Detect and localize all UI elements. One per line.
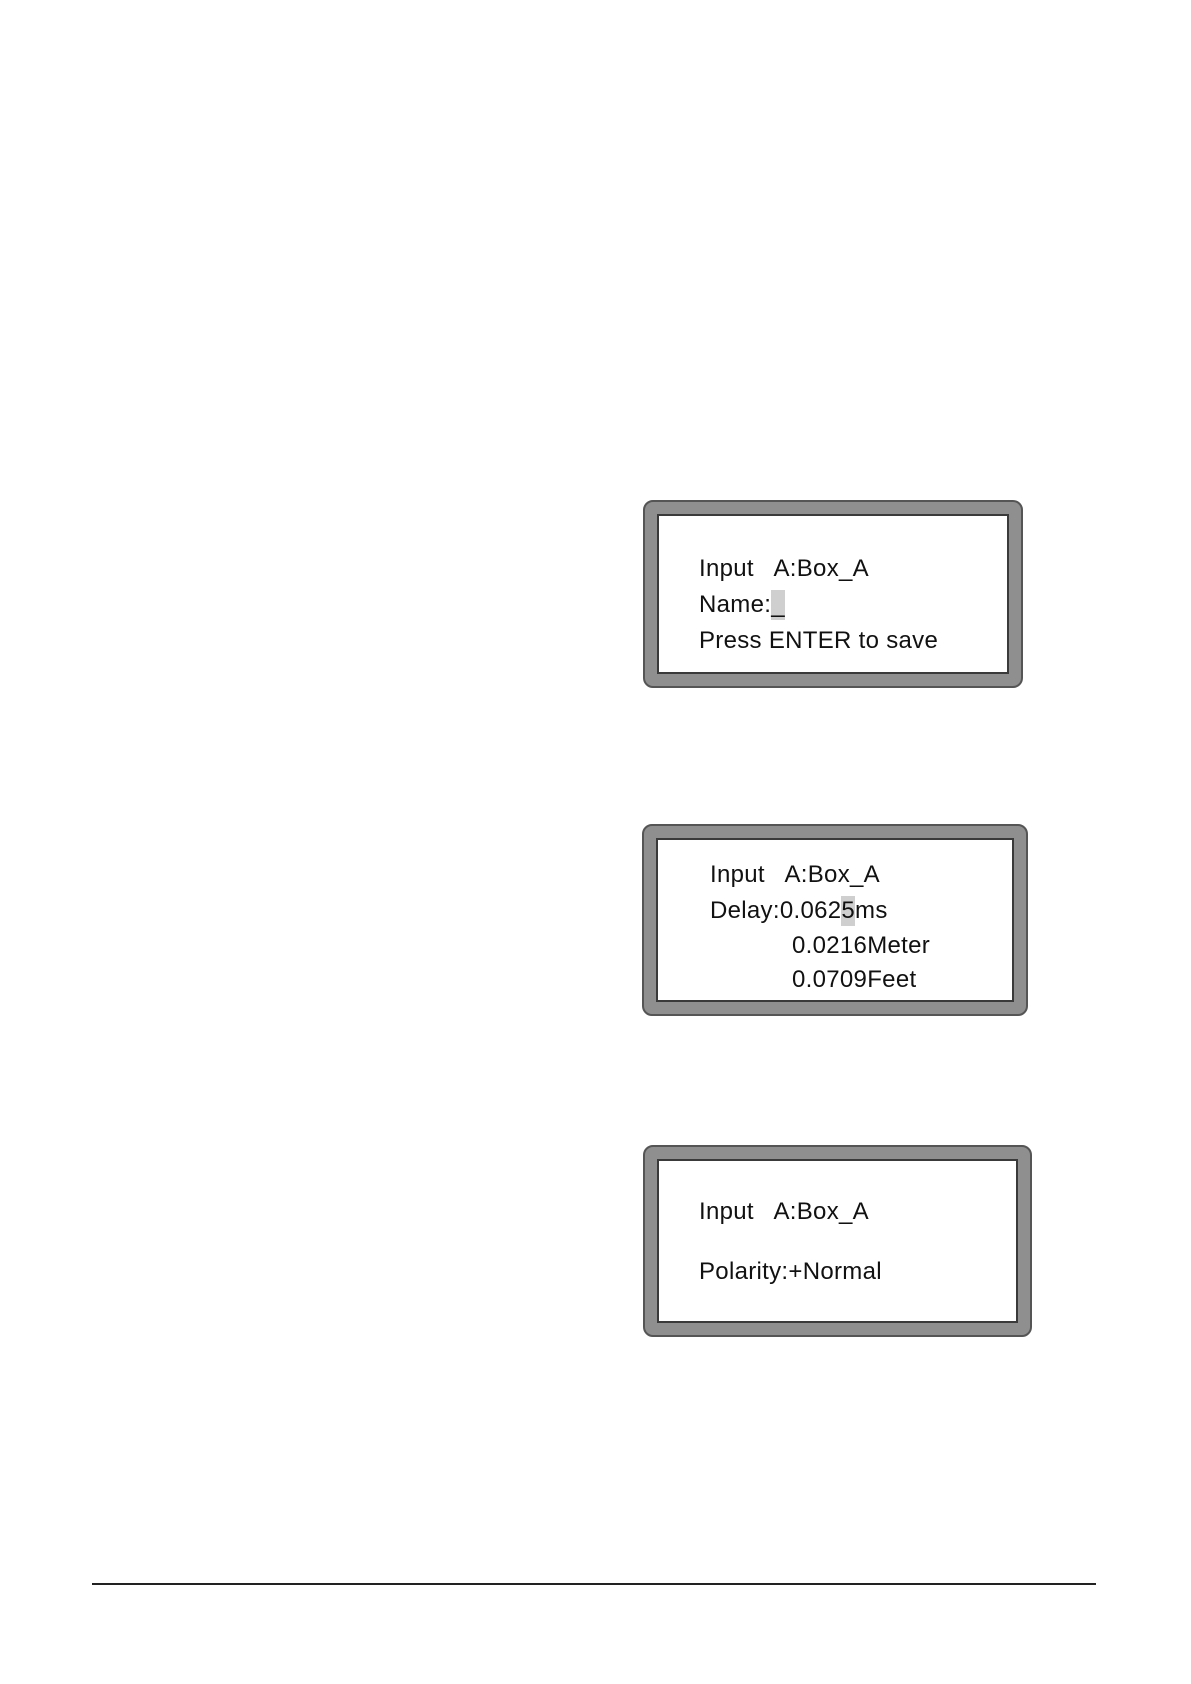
delay-cursor-digit: 5 [841, 896, 855, 926]
delay-unit: ms [855, 897, 888, 924]
lcd-screen-polarity: Input A:Box_A Polarity:+Normal [643, 1145, 1032, 1337]
delay-meter-value: 0.0216Meter [792, 931, 930, 961]
lcd-screen-name: Input A:Box_A Name:_ Press ENTER to save [643, 500, 1023, 688]
delay-row: Delay:0.0625ms [710, 896, 888, 926]
lcd-display-delay: Input A:Box_A Delay:0.0625ms 0.0216Meter… [656, 838, 1014, 1002]
delay-label: Delay: [710, 897, 780, 924]
name-label: Name: [699, 591, 771, 618]
input-title: Input A:Box_A [710, 860, 880, 890]
lcd-display-polarity: Input A:Box_A Polarity:+Normal [657, 1159, 1018, 1323]
footer-rule [92, 1583, 1096, 1585]
input-title: Input A:Box_A [699, 554, 869, 584]
name-row: Name:_ [699, 590, 785, 620]
delay-value: 0.062 [780, 897, 842, 924]
input-title: Input A:Box_A [699, 1197, 869, 1227]
save-instruction: Press ENTER to save [699, 626, 938, 656]
polarity-value: Polarity:+Normal [699, 1257, 882, 1287]
lcd-display-name: Input A:Box_A Name:_ Press ENTER to save [657, 514, 1009, 674]
delay-feet-value: 0.0709Feet [792, 965, 916, 995]
lcd-screen-delay: Input A:Box_A Delay:0.0625ms 0.0216Meter… [642, 824, 1028, 1016]
name-cursor: _ [771, 590, 785, 620]
